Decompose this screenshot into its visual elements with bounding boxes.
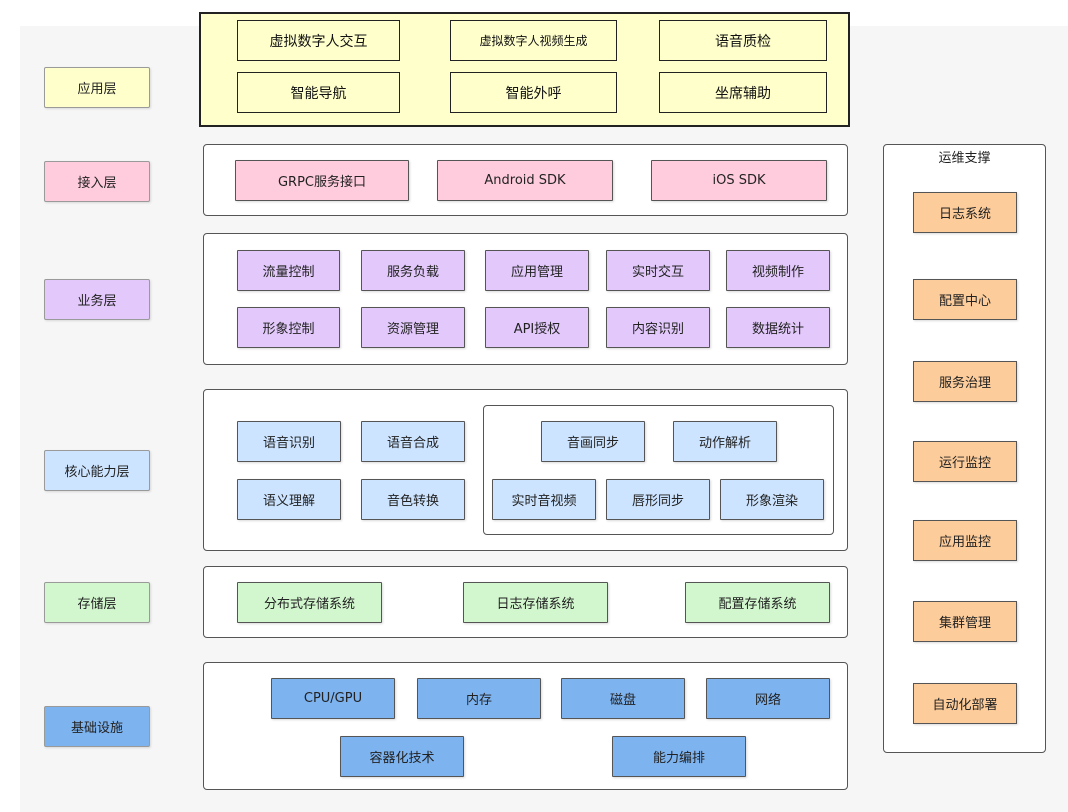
infra-item-containerization: 容器化技术: [340, 736, 464, 777]
access-item-android-sdk: Android SDK: [437, 160, 613, 201]
layer-label-core: 核心能力层: [44, 450, 150, 491]
app-item-digital-human-interaction: 虚拟数字人交互: [237, 20, 400, 61]
access-item-ios-sdk: iOS SDK: [651, 160, 827, 201]
core-item-speech-recognition: 语音识别: [237, 421, 341, 462]
layer-label-application: 应用层: [44, 67, 150, 108]
infra-item-cpu-gpu: CPU/GPU: [271, 678, 395, 719]
storage-item-config-storage: 配置存储系统: [685, 582, 830, 623]
ops-support-panel: 运维支撑 日志系统 配置中心 服务治理 运行监控 应用监控 集群管理 自动化部署: [883, 144, 1046, 753]
core-item-avatar-rendering: 形象渲染: [720, 479, 824, 520]
core-item-motion-parsing: 动作解析: [673, 421, 777, 462]
app-item-agent-assist: 坐席辅助: [659, 72, 827, 113]
ops-item-runtime-monitoring: 运行监控: [913, 441, 1017, 482]
business-item-video-production: 视频制作: [726, 250, 830, 291]
core-item-av-sync: 音画同步: [541, 421, 645, 462]
ops-item-config-center: 配置中心: [913, 279, 1017, 320]
infra-item-network: 网络: [706, 678, 830, 719]
ops-support-title: 运维支撑: [938, 151, 991, 166]
ops-item-log-system: 日志系统: [913, 192, 1017, 233]
core-item-speech-synthesis: 语音合成: [361, 421, 465, 462]
business-item-avatar-control: 形象控制: [237, 307, 340, 348]
app-item-voice-quality-check: 语音质检: [659, 20, 827, 61]
layer-label-business: 业务层: [44, 279, 150, 320]
business-item-traffic-control: 流量控制: [237, 250, 340, 291]
core-item-realtime-av: 实时音视频: [492, 479, 596, 520]
ops-item-cluster-management: 集群管理: [913, 601, 1017, 642]
business-item-data-statistics: 数据统计: [726, 307, 830, 348]
app-item-smart-outbound-call: 智能外呼: [450, 72, 617, 113]
business-item-app-management: 应用管理: [485, 250, 589, 291]
access-item-grpc: GRPC服务接口: [235, 160, 409, 201]
storage-item-distributed: 分布式存储系统: [237, 582, 382, 623]
core-item-semantic-understanding: 语义理解: [237, 479, 341, 520]
ops-item-service-governance: 服务治理: [913, 361, 1017, 402]
business-item-content-recognition: 内容识别: [606, 307, 710, 348]
layer-label-access: 接入层: [44, 161, 150, 202]
app-item-smart-navigation: 智能导航: [237, 72, 400, 113]
application-layer-panel: 虚拟数字人交互 虚拟数字人视频生成 语音质检 智能导航 智能外呼 坐席辅助: [199, 12, 850, 127]
app-item-digital-human-video: 虚拟数字人视频生成: [450, 20, 617, 61]
ops-item-app-monitoring: 应用监控: [913, 520, 1017, 561]
ops-item-auto-deployment: 自动化部署: [913, 683, 1017, 724]
business-item-realtime-interaction: 实时交互: [606, 250, 710, 291]
infra-item-memory: 内存: [417, 678, 541, 719]
core-item-voice-conversion: 音色转换: [361, 479, 465, 520]
business-item-service-load: 服务负载: [361, 250, 465, 291]
infra-item-capability-orchestration: 能力编排: [612, 736, 746, 777]
storage-item-log-storage: 日志存储系统: [463, 582, 608, 623]
business-item-api-authorization: API授权: [485, 307, 589, 348]
layer-label-infra: 基础设施: [44, 706, 150, 747]
core-item-lip-sync: 唇形同步: [606, 479, 710, 520]
business-item-resource-management: 资源管理: [361, 307, 465, 348]
infra-item-disk: 磁盘: [561, 678, 685, 719]
layer-label-storage: 存储层: [44, 582, 150, 623]
